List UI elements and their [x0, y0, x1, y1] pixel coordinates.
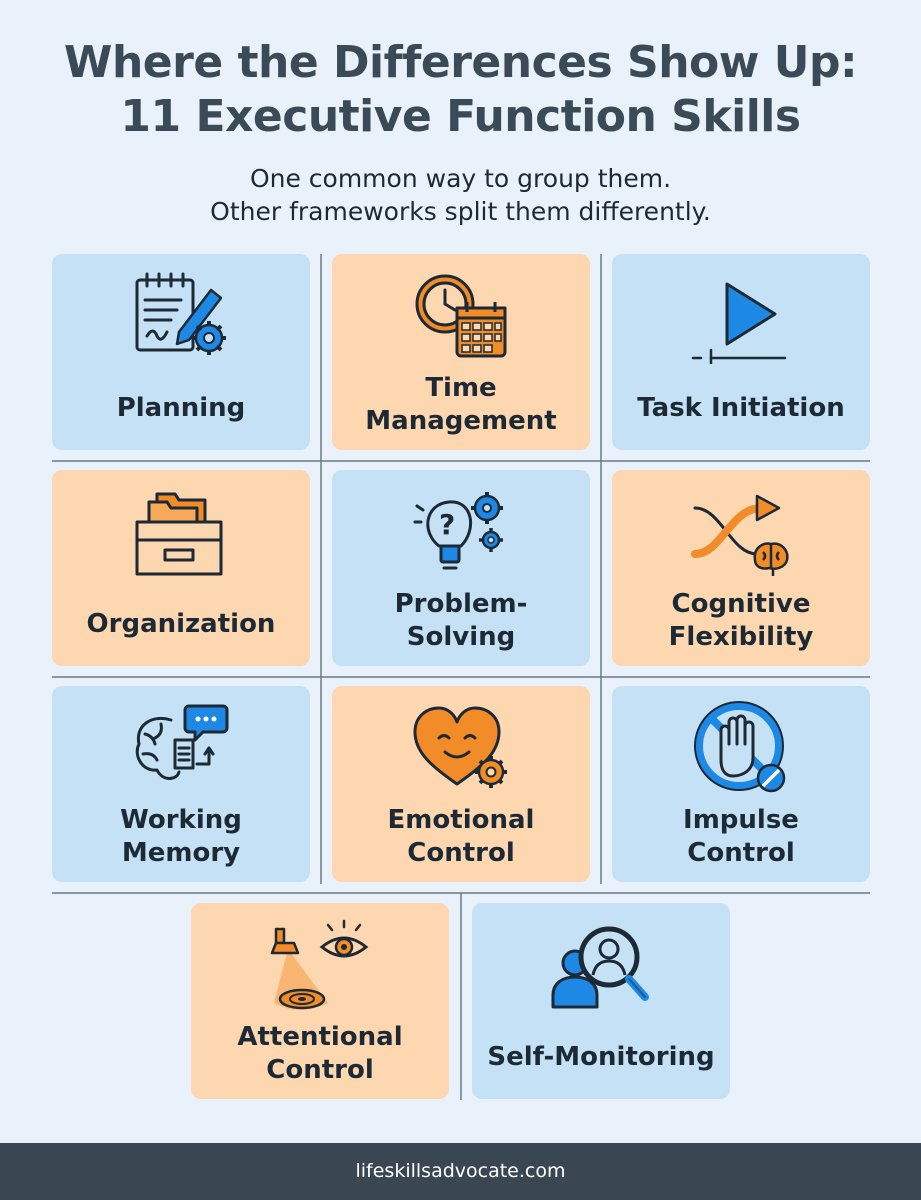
crossing-arrows-brain-icon — [691, 494, 789, 576]
skill-label: Attentional Control — [237, 1022, 403, 1085]
skill-card-emotional-control: Emotional Control — [332, 686, 590, 882]
skill-label: Organization — [86, 609, 276, 639]
skill-card-working-memory: Working Memory — [52, 686, 310, 882]
skill-label: Task Initiation — [637, 393, 845, 423]
brain-chat-icon — [135, 704, 229, 780]
skill-card-impulse-control: Impulse Control — [612, 686, 870, 882]
footer-bar: lifeskillsadvocate.com — [0, 1143, 921, 1200]
skill-card-task-initiation: Task Initiation — [612, 254, 870, 450]
skill-card-cognitive-flexibility: Cognitive Flexibility — [612, 470, 870, 666]
skill-card-attentional-control: Attentional Control — [191, 903, 449, 1099]
stop-hand-icon — [694, 701, 786, 793]
clock-calendar-icon — [415, 274, 507, 358]
title-line-1: Where the Differences Show Up: — [63, 37, 858, 88]
footer-link[interactable]: lifeskillsadvocate.com — [355, 1160, 566, 1182]
play-icon — [691, 282, 787, 364]
subtitle-line-2: Other frameworks split them differently. — [210, 197, 711, 226]
skill-label: Planning — [116, 393, 246, 423]
skill-card-organization: Organization — [52, 470, 310, 666]
person-magnifier-icon — [551, 926, 649, 1009]
skill-card-time-management: Time Management — [332, 254, 590, 450]
skill-label: Impulse Control — [683, 805, 799, 868]
page-subtitle: One common way to group them. Other fram… — [0, 162, 921, 228]
skill-label: Time Management — [365, 373, 557, 436]
spotlight-eye-icon — [270, 919, 369, 1010]
lightbulb-gears-icon: ? — [413, 492, 503, 570]
skill-label: Self-Monitoring — [487, 1042, 715, 1072]
heart-gear-icon — [413, 706, 507, 788]
skill-card-self-monitoring: Self-Monitoring — [472, 903, 730, 1099]
skill-label: Working Memory — [120, 805, 242, 868]
skill-card-planning: Planning — [52, 254, 310, 450]
title-line-2: 11 Executive Function Skills — [120, 91, 801, 142]
notepad-pencil-gear-icon — [135, 272, 226, 355]
page-title: Where the Differences Show Up: 11 Execut… — [0, 36, 921, 144]
skill-card-problem-solving: ? Problem- Solving — [332, 470, 590, 666]
skill-label: Cognitive Flexibility — [668, 589, 814, 652]
skill-label: Problem- Solving — [394, 589, 528, 652]
file-drawer-icon — [135, 492, 223, 576]
skill-label: Emotional Control — [387, 805, 535, 868]
subtitle-line-1: One common way to group them. — [249, 164, 672, 193]
svg-text:?: ? — [439, 508, 455, 541]
